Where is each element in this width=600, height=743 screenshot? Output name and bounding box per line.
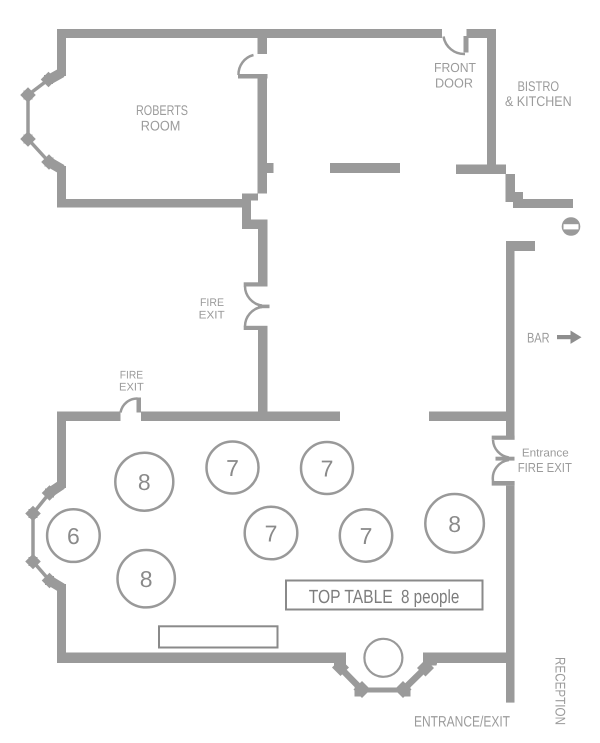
svg-text:FIRE: FIRE	[120, 370, 143, 382]
svg-text:ROBERTS: ROBERTS	[136, 102, 188, 118]
svg-text:BAR: BAR	[527, 330, 550, 346]
svg-text:Entrance: Entrance	[522, 448, 569, 460]
svg-text:ENTRANCE/EXIT: ENTRANCE/EXIT	[414, 714, 510, 731]
svg-text:7: 7	[226, 455, 239, 481]
svg-text:FIRE: FIRE	[200, 297, 224, 309]
svg-text:8 people: 8 people	[401, 587, 459, 608]
svg-text:7: 7	[321, 456, 334, 482]
svg-text:7: 7	[265, 521, 278, 547]
svg-text:RECEPTION: RECEPTION	[553, 657, 569, 725]
svg-text:& KITCHEN: & KITCHEN	[505, 93, 572, 109]
svg-text:8: 8	[140, 566, 153, 592]
svg-text:6: 6	[67, 523, 80, 549]
svg-text:ROOM: ROOM	[141, 117, 181, 133]
svg-text:8: 8	[448, 511, 461, 537]
svg-text:EXIT: EXIT	[119, 382, 144, 394]
svg-text:7: 7	[360, 523, 373, 549]
svg-text:TOP TABLE: TOP TABLE	[309, 587, 393, 608]
svg-text:BISTRO: BISTRO	[517, 78, 559, 94]
svg-text:8: 8	[138, 469, 151, 495]
svg-text:FIRE EXIT: FIRE EXIT	[518, 460, 572, 475]
svg-text:FRONT: FRONT	[434, 60, 476, 75]
svg-text:EXIT: EXIT	[199, 310, 225, 322]
svg-text:DOOR: DOOR	[435, 76, 473, 91]
